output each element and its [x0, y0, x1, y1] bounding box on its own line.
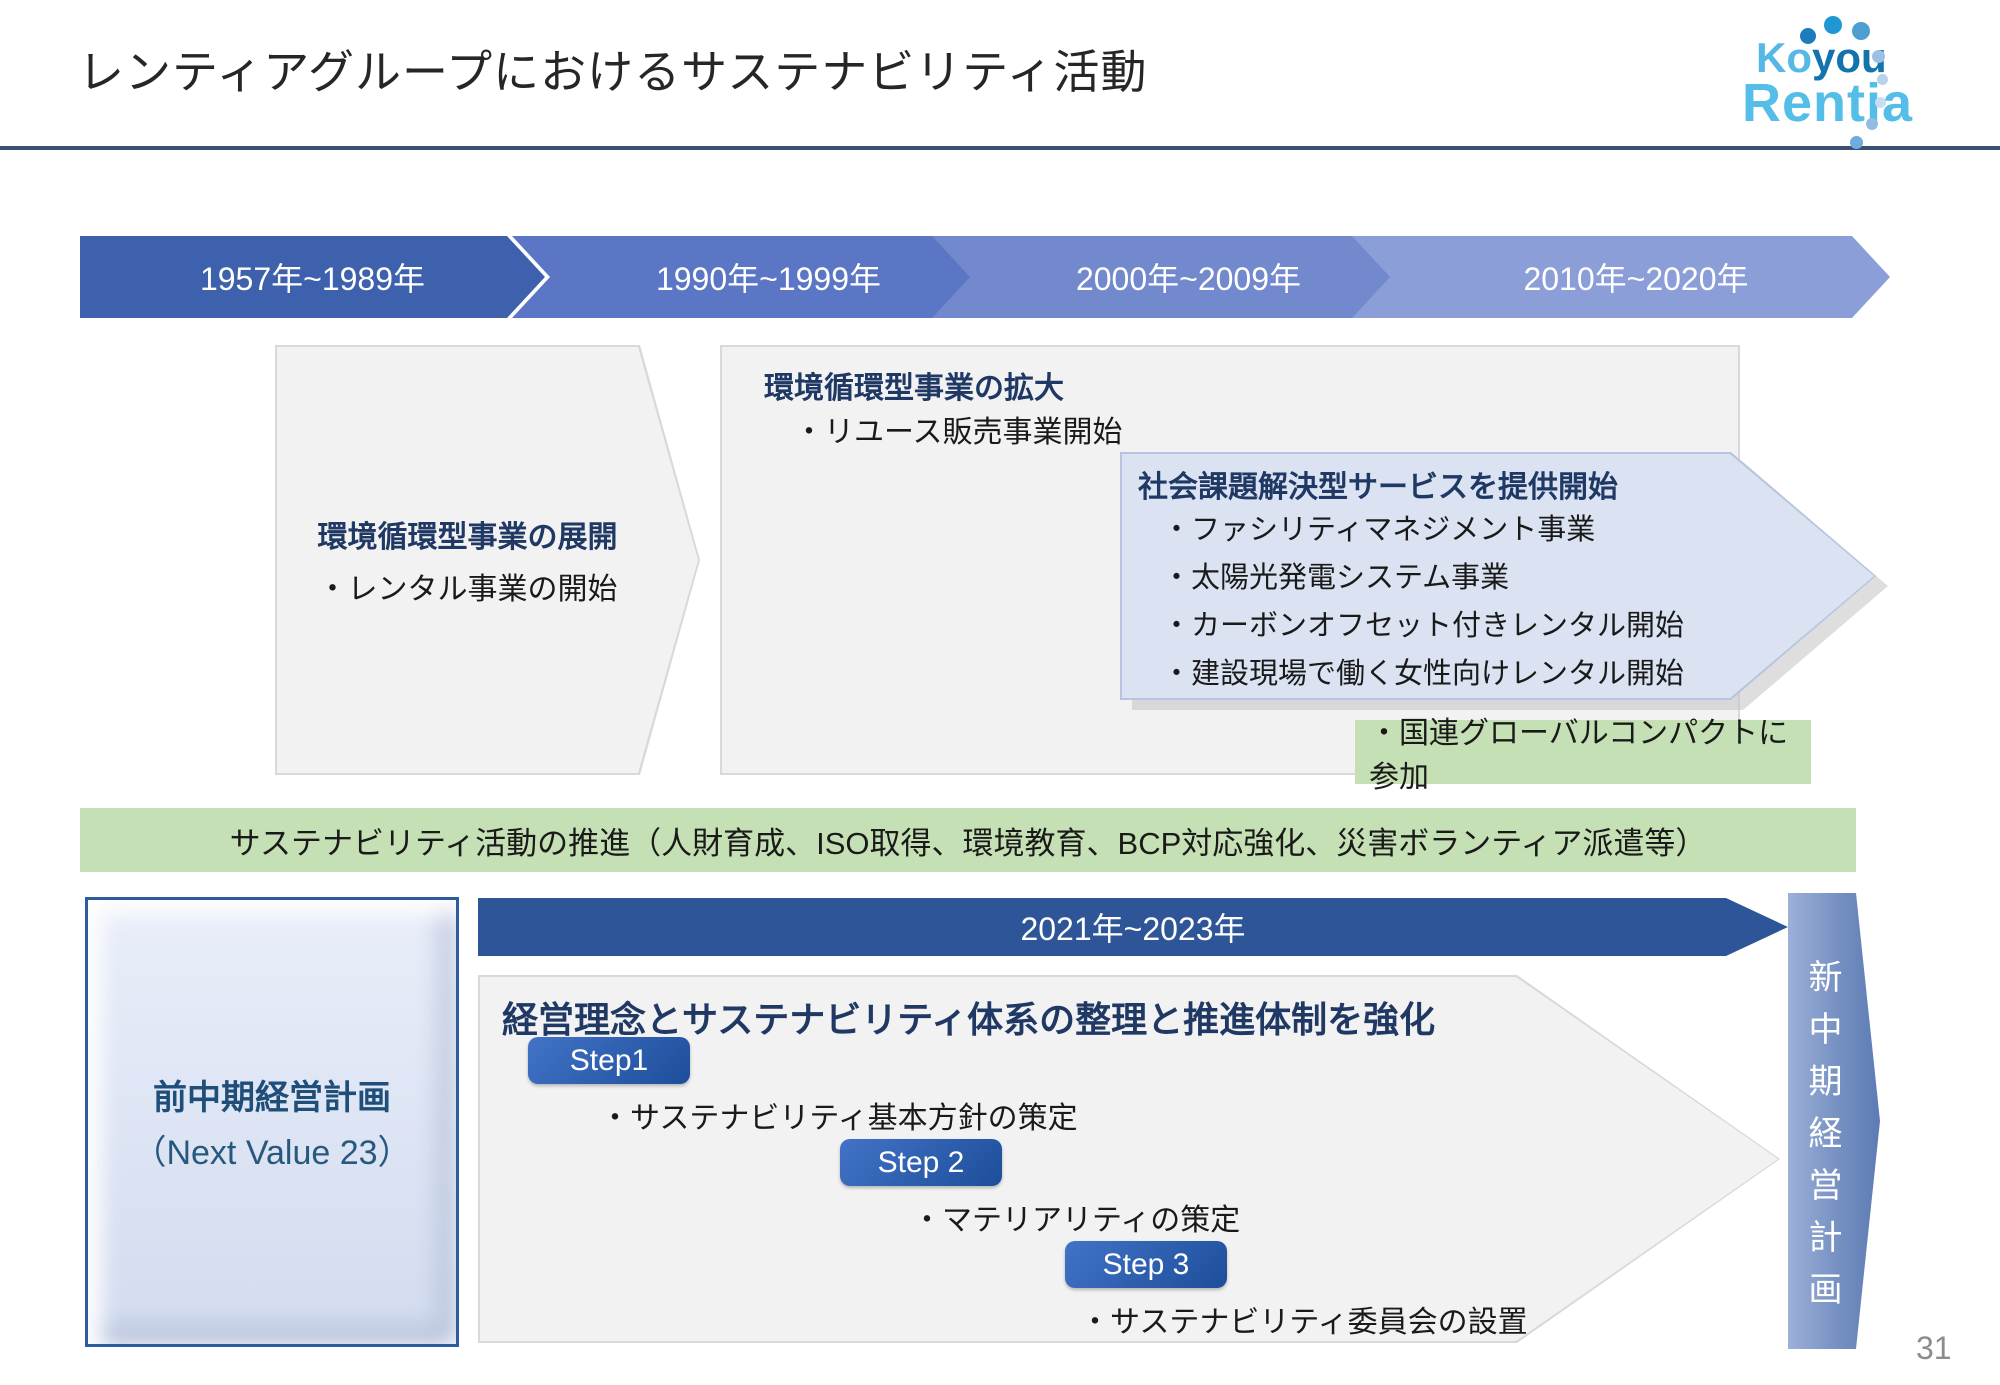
step1-badge: Step1	[528, 1037, 690, 1084]
services-item: ・建設現場で働く女性向けレンタル開始	[1162, 658, 1685, 690]
logo-dots-icon	[1875, 97, 1886, 108]
strengthening-arrow-box-bg: 経営理念とサステナビリティ体系の整理と推進体制を強化 Step1 ・サステナビリ…	[480, 977, 1778, 1341]
new-midterm-plan-label: 新中期経営計画	[1803, 959, 1841, 1323]
new-midterm-plan-ribbon: 新中期経営計画	[1788, 893, 1880, 1349]
services-arrow-box: 社会課題解決型サービスを提供開始 ・ファシリティマネジメント事業 ・太陽光発電シ…	[1120, 452, 1876, 700]
era-box2-item: ・リユース販売事業開始	[794, 416, 1123, 449]
page-number: 31	[1916, 1330, 1952, 1366]
logo-dots-icon	[1866, 118, 1878, 130]
era-box-rental-start-bg: 環境循環型事業の展開 ・レンタル事業の開始	[277, 347, 698, 773]
step1-item: ・サステナビリティ基本方針の策定	[600, 1102, 1078, 1135]
step2-item: ・マテリアリティの策定	[912, 1204, 1241, 1237]
logo-dots-icon	[1800, 28, 1816, 44]
step3-item: ・サステナビリティ委員会の設置	[1080, 1306, 1528, 1339]
era-box-rental-start: 環境循環型事業の展開 ・レンタル事業の開始	[275, 345, 700, 775]
timeline-segment-2000-2009: 2000年~2009年	[932, 236, 1415, 318]
strengthening-arrow-box: 経営理念とサステナビリティ体系の整理と推進体制を強化 Step1 ・サステナビリ…	[478, 975, 1780, 1343]
services-title: 社会課題解決型サービスを提供開始	[1138, 471, 1618, 504]
timeline-segment-1990-1999: 1990年~1999年	[512, 236, 995, 318]
previous-plan-title: 前中期経営計画	[153, 1079, 391, 1117]
era-box1-title: 環境循環型事業の展開	[317, 521, 618, 554]
title-divider	[0, 146, 2000, 150]
timeline-segment-2010-2020: 2010年~2020年	[1352, 236, 1890, 318]
services-item: ・太陽光発電システム事業	[1162, 562, 1510, 594]
previous-midterm-plan-box: 前中期経営計画 （Next Value 23）	[85, 897, 459, 1347]
koyou-rentia-logo: Koyou Rentia	[1728, 6, 1978, 149]
logo-dots-icon	[1872, 50, 1885, 63]
step3-badge: Step 3	[1065, 1241, 1227, 1288]
era-box2-title: 環境循環型事業の拡大	[764, 372, 1064, 405]
services-item: ・ファシリティマネジメント事業	[1162, 514, 1596, 546]
logo-dots-icon	[1877, 74, 1888, 85]
services-item: ・カーボンオフセット付きレンタル開始	[1162, 610, 1685, 642]
logo-dots-icon	[1824, 16, 1842, 34]
logo-dots-icon	[1852, 22, 1870, 40]
timeline-segment-1957-1989: 1957年~1989年	[80, 236, 545, 318]
sustainability-promotion-bar: サステナビリティ活動の推進（人財育成、ISO取得、環境教育、BCP対応強化、災害…	[80, 808, 1856, 872]
period-band-2021-2023: 2021年~2023年	[478, 898, 1788, 956]
strengthening-title: 経営理念とサステナビリティ体系の整理と推進体制を強化	[502, 999, 1436, 1040]
services-list: ・ファシリティマネジメント事業 ・太陽光発電システム事業 ・カーボンオフセット付…	[1162, 506, 1684, 698]
step2-badge: Step 2	[840, 1139, 1002, 1186]
logo-dots-icon	[1850, 136, 1863, 149]
era-timeline: 1957年~1989年 1990年~1999年 2000年~2009年 2010…	[80, 236, 1860, 318]
page-title: レンティアグループにおけるサステナビリティ活動	[78, 46, 1148, 98]
services-arrow-box-bg: 社会課題解決型サービスを提供開始 ・ファシリティマネジメント事業 ・太陽光発電シ…	[1122, 454, 1874, 698]
previous-plan-subtitle: （Next Value 23）	[132, 1134, 412, 1172]
era-box1-item: ・レンタル事業の開始	[317, 573, 618, 606]
un-global-compact-note: ・国連グローバルコンパクトに参加	[1355, 717, 1811, 794]
